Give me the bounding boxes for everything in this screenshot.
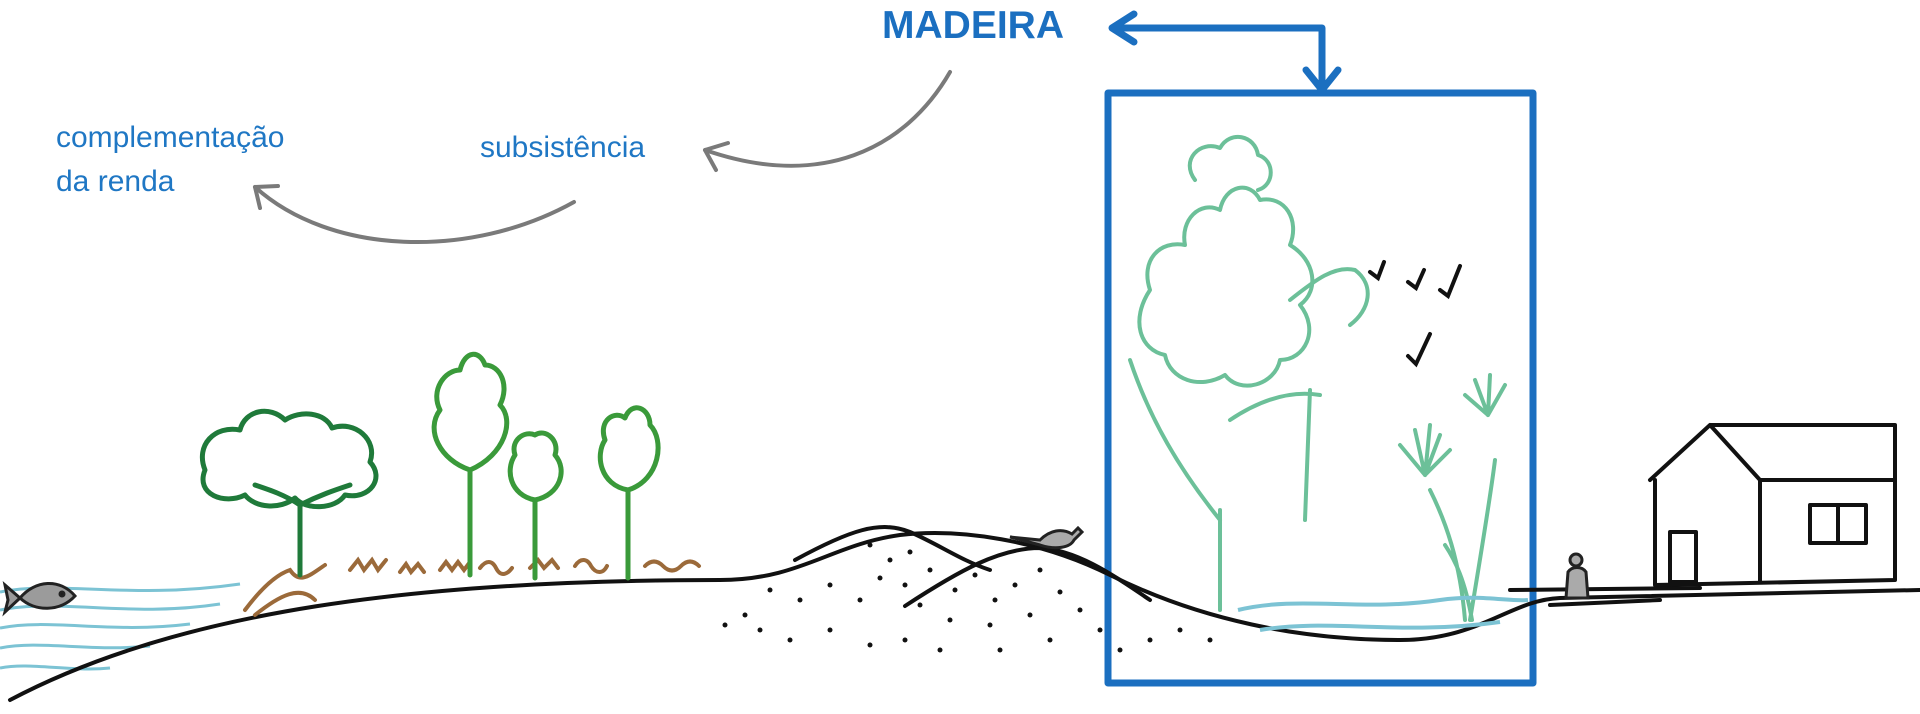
flying-birds-icon bbox=[1368, 260, 1462, 368]
arrowhead-subsistence bbox=[703, 141, 730, 172]
person-icon bbox=[1564, 552, 1590, 600]
house-icon bbox=[1648, 423, 1897, 587]
forest-tree-trunk-1 bbox=[1128, 358, 1222, 612]
dune-1 bbox=[793, 525, 992, 572]
subsistence-label: subsistência bbox=[480, 131, 646, 164]
house-body bbox=[1653, 478, 1897, 587]
bracket-line bbox=[1116, 24, 1326, 90]
agroforestry-trees bbox=[200, 351, 661, 581]
forest-tree-branch bbox=[1228, 391, 1322, 422]
grass-clump-1 bbox=[1398, 423, 1452, 477]
flow-arrows bbox=[253, 70, 952, 245]
river-water bbox=[0, 582, 241, 671]
madeira-bracket bbox=[1104, 10, 1537, 687]
broad-tree bbox=[200, 408, 379, 578]
forest-tree-canopy-1 bbox=[1137, 185, 1315, 388]
ground bbox=[8, 525, 1920, 702]
bracket-arrowhead-left bbox=[1108, 10, 1138, 46]
forest-tree-trunk-2 bbox=[1288, 267, 1370, 522]
native-forest bbox=[1128, 134, 1507, 622]
arrow-madeira-to-subsistence bbox=[703, 70, 952, 168]
bird-icon bbox=[1009, 525, 1085, 550]
frame-water bbox=[1237, 595, 1529, 632]
madeira-title: MADEIRA bbox=[882, 4, 1064, 47]
arrowhead-income bbox=[253, 184, 280, 210]
madeira-frame bbox=[1104, 89, 1537, 687]
tall-tree-1 bbox=[431, 351, 510, 578]
dune-2 bbox=[903, 545, 1152, 608]
forest-tree-canopy-2 bbox=[1187, 134, 1273, 192]
grass-clump-2 bbox=[1463, 373, 1507, 417]
ground-line bbox=[8, 531, 1920, 702]
sand-dots bbox=[722, 542, 1213, 653]
house-door bbox=[1668, 530, 1698, 584]
fish-icon bbox=[2, 580, 78, 617]
arrow-subsistence-to-income bbox=[253, 185, 576, 245]
house-roof bbox=[1648, 423, 1897, 482]
tall-tree-3 bbox=[597, 405, 661, 581]
income-complement-label: complementação da renda bbox=[56, 121, 285, 198]
tall-tree-2 bbox=[507, 430, 564, 581]
path-lines bbox=[1508, 586, 1702, 607]
